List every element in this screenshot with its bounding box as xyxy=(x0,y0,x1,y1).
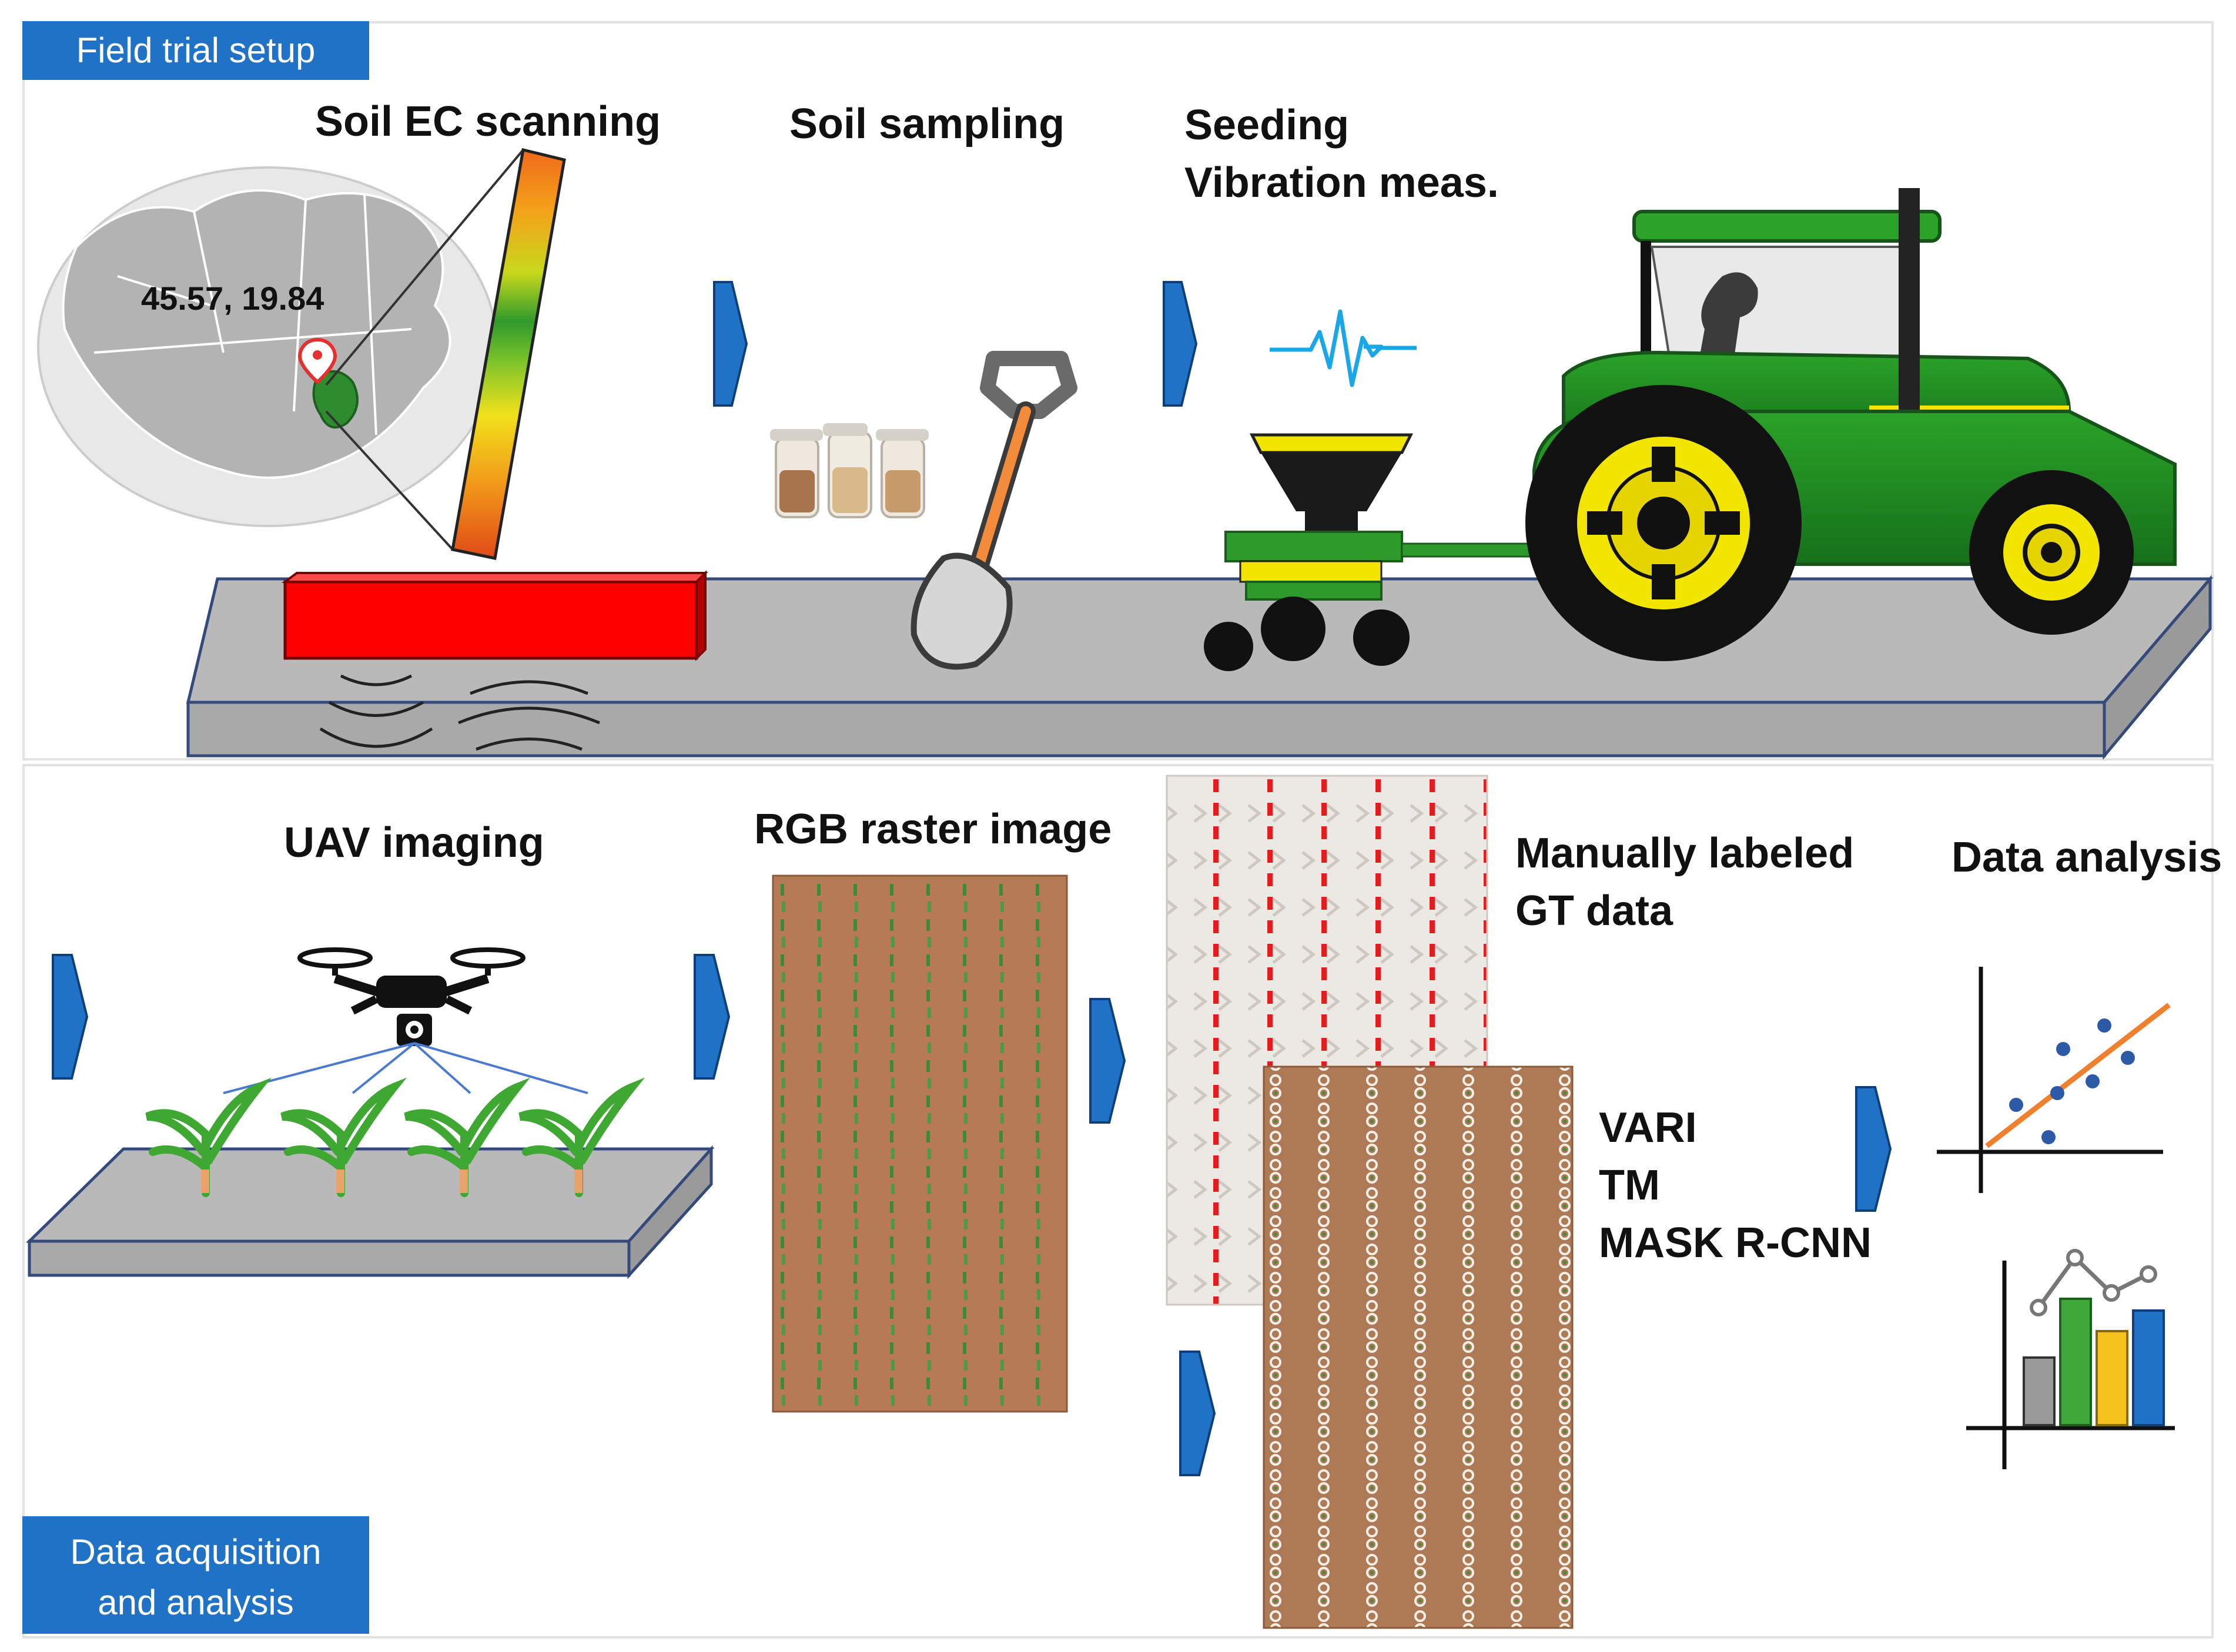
arrow-icon xyxy=(1163,281,1198,407)
arrow-icon xyxy=(1179,1351,1216,1476)
location-pin-icon xyxy=(297,337,337,384)
world-map-icon xyxy=(37,166,498,527)
method-list: VARI TM MASK R-CNN xyxy=(1599,1099,1872,1272)
section-label-line1: Data acquisition xyxy=(70,1532,322,1571)
step-label-soil-ec: Soil EC scanning xyxy=(315,98,661,145)
method-vari: VARI xyxy=(1599,1104,1697,1151)
arrow-icon xyxy=(1089,998,1126,1124)
step-label-rgb: RGB raster image xyxy=(754,806,1112,853)
method-tm: TM xyxy=(1599,1162,1660,1209)
section-label-data-acquisition: Data acquisition and analysis xyxy=(22,1516,369,1634)
method-mask-rcnn: MASK R-CNN xyxy=(1599,1219,1872,1266)
ec-sensor-icon xyxy=(282,570,708,751)
arrow-icon xyxy=(1855,1086,1892,1212)
section-label-field-trial: Field trial setup xyxy=(22,21,369,80)
step-label-gt-line2: GT data xyxy=(1515,887,1673,934)
step-label-seeding-line2: Vibration meas. xyxy=(1184,159,1499,206)
step-label-analysis: Data analysis xyxy=(1952,834,2222,881)
drone-icon xyxy=(297,947,525,1046)
uav-field-ground xyxy=(25,1145,715,1279)
step-label-seeding-line1: Seeding xyxy=(1184,102,1350,149)
tractor-icon xyxy=(1525,188,2177,661)
shovel-icon xyxy=(911,351,1077,670)
ec-map-strip xyxy=(451,148,566,560)
vojvodina-region-icon xyxy=(312,370,359,429)
arrow-icon xyxy=(713,281,748,407)
step-label-gt: Manually labeled GT data xyxy=(1515,825,1854,940)
vibration-signal-icon xyxy=(1270,309,1417,387)
section-label-line2: and analysis xyxy=(98,1583,294,1622)
step-label-seeding: Seeding Vibration meas. xyxy=(1184,96,1499,212)
arrow-icon xyxy=(694,954,731,1080)
map-coordinates: 45.57, 19.84 xyxy=(141,280,324,317)
arrow-icon xyxy=(52,954,89,1080)
maize-plant-icon xyxy=(518,1077,645,1197)
step-label-uav: UAV imaging xyxy=(284,819,544,866)
maize-plant-icon xyxy=(280,1077,407,1197)
sample-jars-icon xyxy=(770,423,929,518)
section-label-text: Field trial setup xyxy=(76,31,316,70)
bar-chart-icon xyxy=(1966,1249,2175,1469)
maize-plant-icon xyxy=(145,1077,272,1197)
scatter-plot-icon xyxy=(1937,967,2171,1193)
step-label-gt-line1: Manually labeled xyxy=(1515,830,1855,877)
detection-output-image xyxy=(1263,1065,1574,1629)
front-wheel-icon xyxy=(1969,470,2134,635)
maize-plant-icon xyxy=(404,1077,531,1197)
rear-wheel-icon xyxy=(1525,385,1802,661)
rgb-raster-image xyxy=(772,874,1068,1413)
step-label-soil-sampling: Soil sampling xyxy=(789,100,1065,148)
seeder-icon xyxy=(1204,433,1556,671)
